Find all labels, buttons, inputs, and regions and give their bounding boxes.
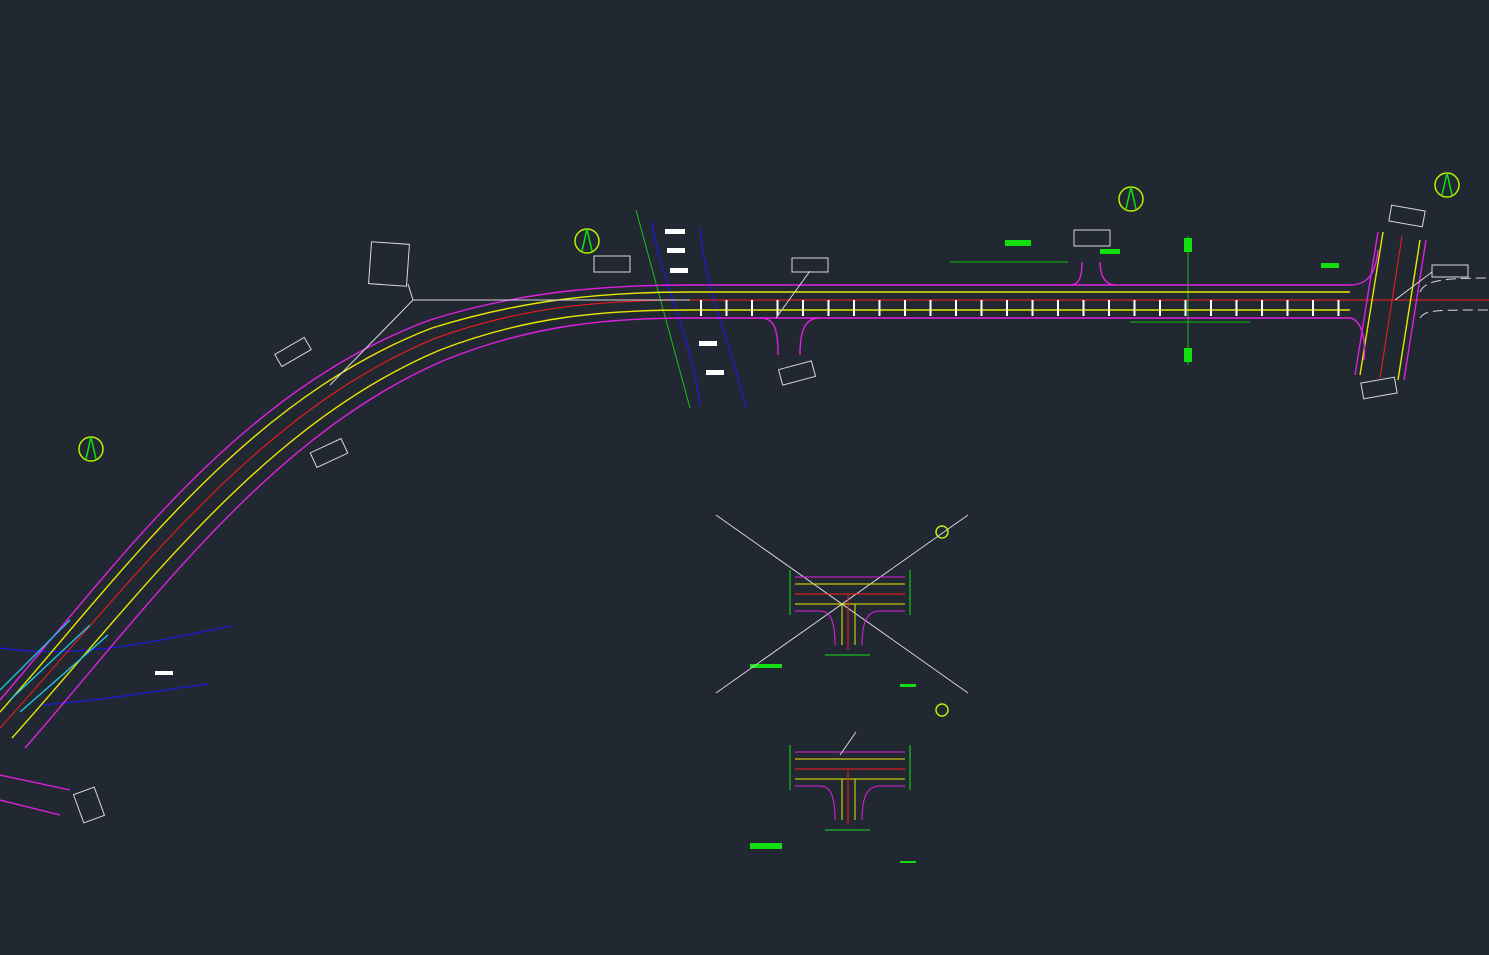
lane-line-lower [11,309,1350,739]
station-tick [1006,300,1008,316]
junction-south [759,317,821,356]
station-tick [929,300,932,316]
coordinate-callout [72,786,106,824]
label-block [1184,238,1192,252]
label-block [1321,263,1339,268]
station-tick [1133,300,1136,316]
coordinate-callout [368,241,410,287]
road-edge-upper [0,284,1350,701]
label-block [665,229,685,234]
intersection-detail-1 [715,514,969,694]
coordinate-callout [593,255,631,273]
label-block [706,370,724,375]
leader-line [329,283,690,386]
label-block [667,248,685,253]
river-line [699,227,747,409]
station-tick [1312,300,1314,316]
river-lines [0,221,747,706]
station-tick [1159,300,1161,316]
coordinate-callout [791,257,829,273]
lane-line-upper [0,291,1350,713]
station-ticks [700,300,1340,316]
coordinate-callout [309,437,349,469]
station-tick [1108,300,1110,316]
leader-line [1394,271,1433,301]
coordinate-callout [1073,229,1111,247]
station-tick [980,300,983,316]
detail-dims [789,745,911,831]
bridge-lines [0,619,109,713]
detail-edge [795,576,905,646]
leader-line [839,731,857,756]
north-arrow-icon [935,525,949,539]
station-tick [904,300,906,316]
station-tick [1031,300,1034,316]
north-arrows [78,172,1460,717]
north-arrow-icon [935,703,949,717]
centerline [0,299,1489,729]
leader-line [775,270,811,319]
main-road [0,231,1489,816]
detail-lane [795,583,905,645]
bottom-left-road [0,774,71,816]
boundary-line [635,209,691,409]
label-block [900,861,916,863]
station-tick [827,300,830,316]
label-block [1100,249,1120,254]
detail-lane [795,758,905,820]
detail-center [795,593,905,650]
junction-east-crossroad [1359,231,1421,381]
label-block [750,664,782,668]
label-block [155,671,173,675]
north-arrow-icon [78,436,104,462]
label-block [1005,240,1031,246]
label-block [750,843,782,849]
junction-north [1069,261,1116,286]
coordinate-callout [274,336,312,368]
station-tick [1261,300,1263,316]
station-tick [1235,300,1238,316]
detail-center [795,768,905,825]
road-edge-lower [24,317,1350,749]
coordinate-callout [1360,376,1398,400]
label-block [699,341,717,346]
station-tick [1184,300,1187,316]
station-tick [1337,300,1340,316]
boundary-lines [635,209,1250,409]
station-tick [725,300,728,316]
north-arrow-icon [1118,186,1144,212]
station-tick [802,300,804,316]
junction-east-crossroad-edge [1349,231,1427,381]
station-tick [1082,300,1085,316]
station-tick [776,300,779,316]
station-tick [751,300,753,316]
coordinate-callout [777,360,817,386]
intersection-detail-2 [789,731,911,831]
north-arrow-icon [1434,172,1460,198]
detail-dims [789,570,911,656]
leader-lines [72,204,1469,824]
detail-edge [795,751,905,821]
label-block [670,268,688,273]
station-tick [700,300,702,316]
label-block [900,684,916,687]
station-tick [955,300,957,316]
station-tick [1057,300,1059,316]
white-labels [155,229,724,675]
junction-east-centerline [1379,235,1403,379]
label-block [1184,348,1192,362]
river-line [0,625,233,653]
station-tick [1286,300,1289,316]
coordinate-callout [1431,264,1469,278]
river-line [651,221,701,406]
coordinate-callout [1388,204,1426,228]
station-tick [878,300,881,316]
old-road-edge [1419,277,1489,319]
station-tick [1210,300,1212,316]
green-labels [750,238,1339,863]
station-tick [853,300,855,316]
north-arrow-icon [574,228,600,254]
